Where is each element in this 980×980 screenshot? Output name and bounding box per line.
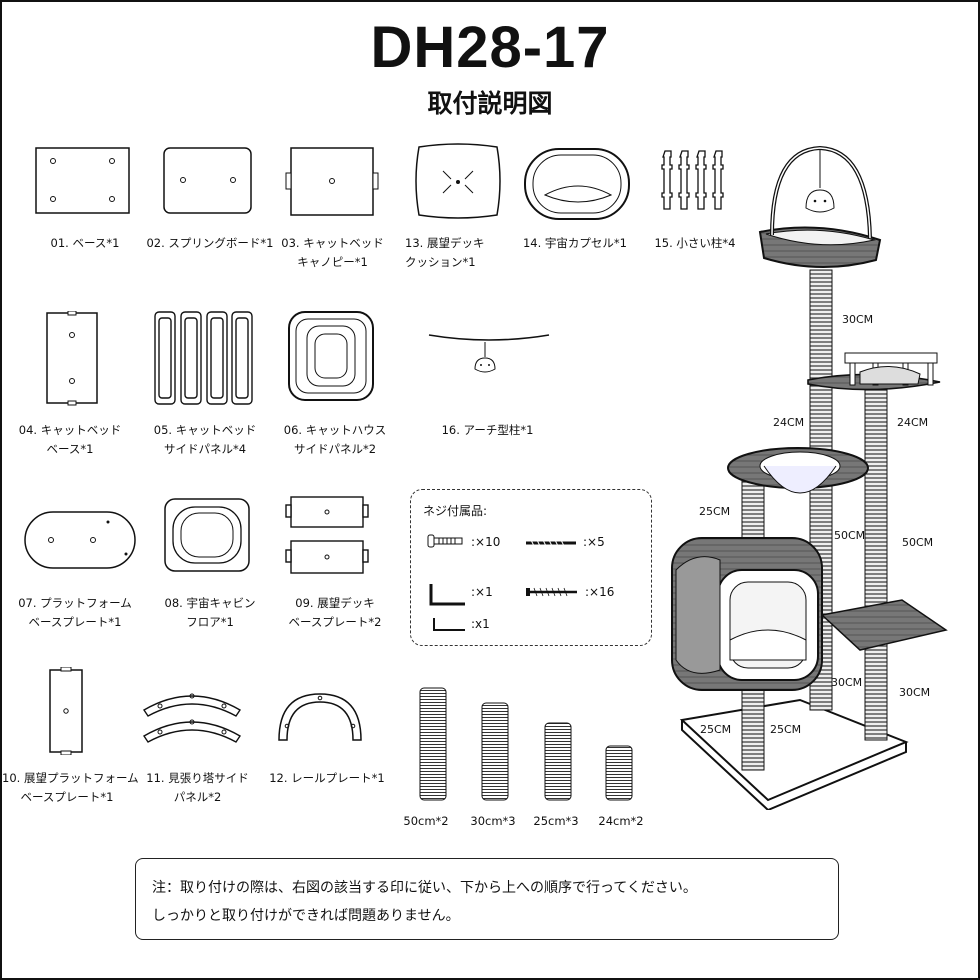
- part-07-caption: 07. プラットフォームベースプレート*1: [18, 596, 132, 629]
- dim-top-post: 30CM: [842, 313, 874, 326]
- dim-center-bottom: 30CM: [831, 676, 863, 689]
- dim-left-lower: 25CM: [699, 505, 731, 518]
- part-09-caption: 09. 展望デッキベースプレート*2: [288, 596, 382, 629]
- accessories-title: ネジ付属品:: [423, 504, 488, 518]
- part-02-spring-board-image: [163, 147, 253, 215]
- wood-screw-qty: :×16: [585, 585, 615, 599]
- part-10-lookout-base-plate-image: [47, 667, 85, 755]
- long-screw-qty: :×5: [583, 535, 605, 549]
- note-line-1: 注：取り付けの際は、右図の該当する印に従い、下から上への順序で行ってください。: [152, 880, 697, 896]
- page-subtitle: 取付説明図: [427, 89, 553, 118]
- assembly-note-box: 注：取り付けの際は、右図の該当する印に従い、下から上への順序で行ってください。 …: [135, 858, 839, 940]
- part-09-deck-base-plates-image: [285, 493, 370, 578]
- bolt-icon: [427, 534, 463, 548]
- part-10-caption: 10. 展望プラットフォームベースプレート*1: [2, 771, 139, 804]
- part-03-caption: 03. キャットベッドキャノピー*1: [281, 236, 384, 269]
- post-50cm-label: 50cm*2: [403, 814, 449, 828]
- hex-key-small-icon: [433, 618, 465, 631]
- post-30cm-label: 30cm*3: [470, 814, 516, 828]
- dim-base-left: 25CM: [700, 723, 732, 736]
- part-14-capsule-image: [523, 147, 633, 223]
- dim-right-bottom: 30CM: [899, 686, 931, 699]
- part-04-caption: 04. キャットベッドベース*1: [18, 423, 122, 456]
- dim-center-long: 50CM: [834, 529, 866, 542]
- part-06-house-side-panels-image: [287, 310, 377, 404]
- part-05-bed-side-panels-image: [153, 310, 253, 406]
- note-line-2: しっかりと取り付けができれば問題ありません。: [152, 908, 460, 924]
- part-12-rail-plate-image: [273, 688, 368, 746]
- long-screw-icon: [526, 539, 576, 547]
- hex-key-large-qty: :×1: [471, 585, 493, 599]
- dim-right-long: 50CM: [902, 536, 934, 549]
- part-13-caption: 13. 展望デッキクッション*1: [405, 236, 485, 269]
- bolt-qty: :×10: [471, 535, 501, 549]
- part-14-caption: 14. 宇宙カプセル*1: [522, 236, 627, 250]
- part-08-capsule-floor-image: [163, 497, 253, 575]
- part-07-platform-base-plate-image: [23, 510, 138, 572]
- hex-key-small-qty: :x1: [471, 617, 490, 631]
- part-11-lookout-side-panels-image: [140, 688, 245, 746]
- part-08-caption: 08. 宇宙キャビンフロア*1: [164, 596, 256, 629]
- model-title: DH28-17: [370, 15, 610, 80]
- part-02-caption: 02. スプリングボード*1: [146, 236, 274, 250]
- dim-base-right: 25CM: [770, 723, 802, 736]
- assembled-cat-tree-image: [671, 145, 948, 810]
- part-16-arch-post-image: [425, 325, 553, 381]
- hex-key-large-icon: [429, 584, 465, 606]
- part-03-canopy-image: [285, 147, 380, 217]
- post-24cm-label: 24cm*2: [598, 814, 644, 828]
- wood-screw-icon: [526, 587, 577, 597]
- part-11-caption: 11. 見張り塔サイドパネル*2: [146, 771, 249, 804]
- part-13-cushion-image: [413, 141, 503, 221]
- part-04-bed-base-image: [45, 311, 100, 406]
- part-01-caption: 01. ベース*1: [50, 236, 120, 250]
- part-15-small-posts-image: [660, 149, 726, 213]
- part-16-caption: 16. アーチ型柱*1: [441, 423, 534, 437]
- part-15-caption: 15. 小さい柱*4: [654, 236, 736, 250]
- post-25cm-label: 25cm*3: [533, 814, 579, 828]
- dim-left-mid: 24CM: [773, 416, 805, 429]
- dim-right-mid: 24CM: [897, 416, 929, 429]
- part-06-caption: 06. キャットハウスサイドパネル*2: [283, 423, 387, 456]
- part-01-base-image: [35, 147, 130, 215]
- sisal-posts-group: [419, 687, 633, 801]
- part-05-caption: 05. キャットベッドサイドパネル*4: [153, 423, 257, 456]
- part-12-caption: 12. レールプレート*1: [269, 771, 385, 785]
- screw-accessories-box: ネジ付属品: :×10 :×5 :×1 :×16 :x1: [410, 489, 652, 646]
